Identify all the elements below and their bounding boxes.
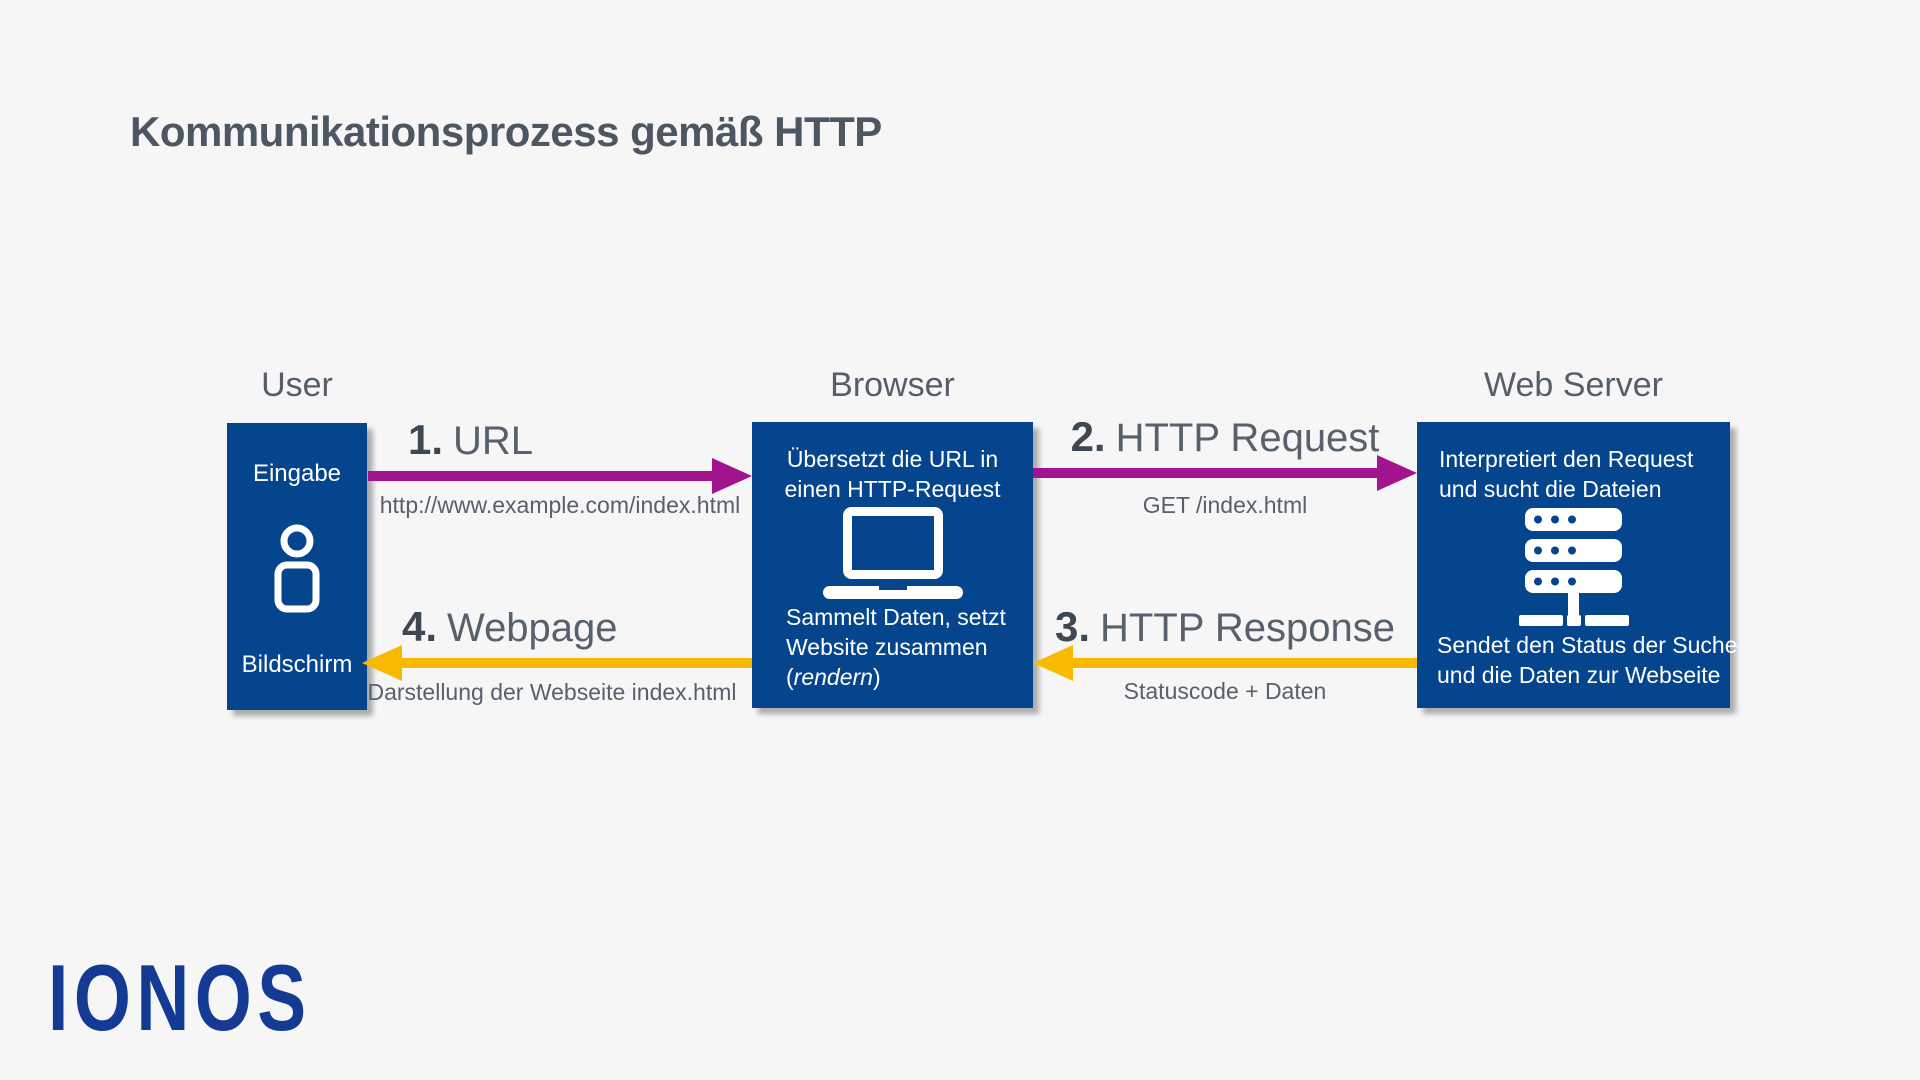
step-number: 2.	[1070, 413, 1106, 460]
server-bottom-line-2: und die Daten zur Webseite	[1437, 662, 1721, 688]
browser-bottom-text: Sammelt Daten, setzt Website zusammen (r…	[752, 602, 1033, 692]
user-top-label: Eingabe	[252, 460, 342, 487]
paren-open: (	[786, 664, 794, 690]
browser-box: Übersetzt die URL in einen HTTP-Request …	[752, 422, 1033, 708]
user-bottom-label: Bildschirm	[241, 651, 353, 678]
ionos-logo: IONOS	[48, 945, 312, 1050]
caption-darstellung: Darstellung der Webseite index.html	[367, 679, 737, 705]
server-icon	[1518, 508, 1629, 626]
browser-bottom-line-1: Sammelt Daten, setzt	[786, 604, 1006, 630]
browser-bottom-line-3: (rendern)	[786, 662, 1033, 692]
step-label-webpage: 4.Webpage	[402, 603, 618, 651]
step-text: HTTP Response	[1100, 606, 1395, 650]
caption-url: http://www.example.com/index.html	[379, 492, 741, 518]
rendern-italic: rendern	[793, 664, 873, 690]
caption-statuscode: Statuscode + Daten	[1123, 678, 1327, 704]
server-top-line-2: und sucht die Dateien	[1439, 476, 1662, 502]
column-heading-user: User	[261, 366, 333, 404]
arrow-head-icon	[712, 458, 752, 494]
browser-top-text: Übersetzt die URL in einen HTTP-Request	[752, 444, 1033, 504]
browser-bottom-line-2: Website zusammen	[786, 634, 988, 660]
caption-get-request: GET /index.html	[1142, 492, 1308, 518]
column-heading-browser: Browser	[830, 366, 955, 404]
step-number: 3.	[1055, 603, 1091, 650]
arrow-webpage	[362, 645, 752, 681]
step-number: 1.	[408, 416, 444, 463]
laptop-icon	[822, 507, 963, 599]
arrow-head-icon	[1033, 645, 1073, 681]
arrow-head-icon	[362, 645, 402, 681]
arrow-shaft	[368, 471, 718, 481]
step-label-http-response: 3.HTTP Response	[1033, 603, 1417, 651]
page-title: Kommunikationsprozess gemäß HTTP	[130, 108, 882, 155]
person-icon	[266, 524, 328, 616]
arrow-shaft	[1067, 658, 1417, 668]
arrow-head-icon	[1377, 455, 1417, 491]
paren-close: )	[872, 664, 881, 690]
server-top-line-1: Interpretiert den Request	[1439, 446, 1694, 472]
step-label-http-request: 2.HTTP Request	[1033, 413, 1417, 461]
step-number: 4.	[402, 603, 438, 650]
server-bottom-line-1: Sendet den Status der Suche	[1437, 632, 1738, 658]
server-top-text: Interpretiert den Request und sucht die …	[1417, 444, 1730, 504]
arrow-http-response	[1033, 645, 1417, 681]
server-bottom-text: Sendet den Status der Suche und die Date…	[1417, 630, 1738, 690]
browser-top-line-1: Übersetzt die URL in	[786, 446, 999, 472]
step-text: URL	[453, 419, 534, 463]
web-server-box: Interpretiert den Request und sucht die …	[1417, 422, 1738, 708]
browser-top-line-2: einen HTTP-Request	[784, 476, 1001, 502]
arrow-url	[368, 458, 752, 494]
step-label-url: 1.URL	[408, 416, 533, 464]
step-text: HTTP Request	[1115, 416, 1380, 460]
arrow-shaft	[396, 658, 752, 668]
user-box: Eingabe Bildschirm	[227, 423, 367, 710]
step-text: Webpage	[447, 606, 618, 650]
arrow-http-request	[1033, 455, 1417, 491]
arrow-shaft	[1033, 468, 1383, 478]
column-heading-web-server: Web Server	[1484, 366, 1663, 404]
